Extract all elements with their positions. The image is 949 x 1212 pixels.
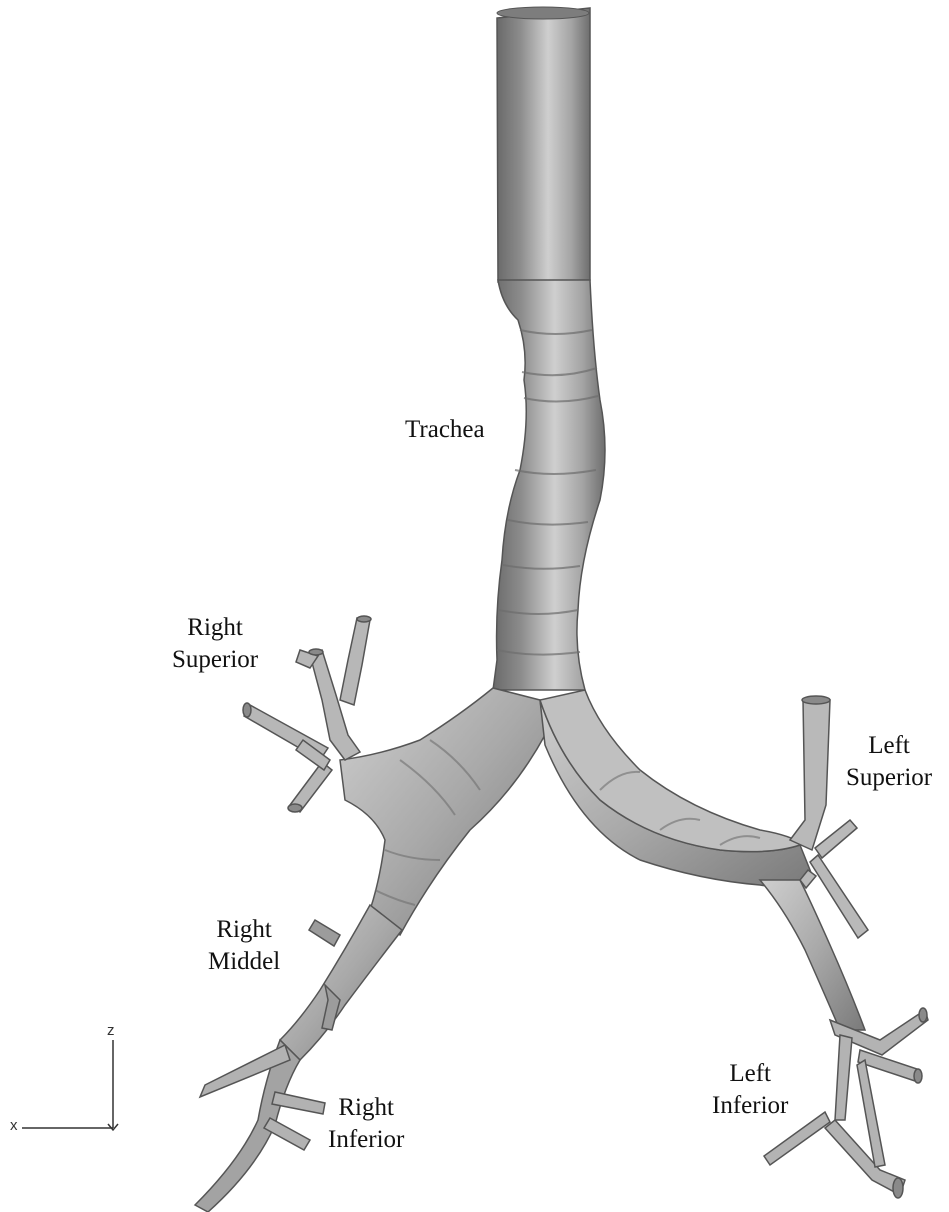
right-main-bronchus xyxy=(340,688,545,935)
label-right-superior-line1: Right xyxy=(172,612,258,644)
label-left-superior-line1: Left xyxy=(846,730,932,762)
label-right-inferior-line1: Right xyxy=(328,1092,404,1124)
label-right-superior-line2: Superior xyxy=(172,644,258,676)
right-intermediate-bronchus xyxy=(280,905,402,1060)
left-main-bronchus-inner xyxy=(540,690,805,852)
label-trachea-text: Trachea xyxy=(405,414,485,446)
label-left-inferior: Left Inferior xyxy=(712,1058,788,1122)
label-left-inferior-line2: Inferior xyxy=(712,1090,788,1122)
label-trachea: Trachea xyxy=(405,414,485,446)
label-right-middel: Right Middel xyxy=(208,914,280,978)
trachea-upper xyxy=(497,8,590,282)
label-right-middel-line1: Right xyxy=(208,914,280,946)
trachea-lower xyxy=(493,280,605,690)
trachea-tube xyxy=(493,7,605,690)
label-right-middel-line2: Middel xyxy=(208,946,280,978)
left-inferior-branches xyxy=(764,1008,928,1198)
label-left-inferior-line1: Left xyxy=(712,1058,788,1090)
label-left-superior: Left Superior xyxy=(846,730,932,794)
label-left-superior-line2: Superior xyxy=(846,762,932,794)
label-right-superior: Right Superior xyxy=(172,612,258,676)
label-right-inferior-line2: Inferior xyxy=(328,1124,404,1156)
trachea-opening xyxy=(497,7,589,19)
axis-label-z: z xyxy=(107,1022,115,1039)
axis-triad xyxy=(22,1040,118,1130)
axis-label-x: x xyxy=(10,1117,18,1134)
label-right-inferior: Right Inferior xyxy=(328,1092,404,1156)
